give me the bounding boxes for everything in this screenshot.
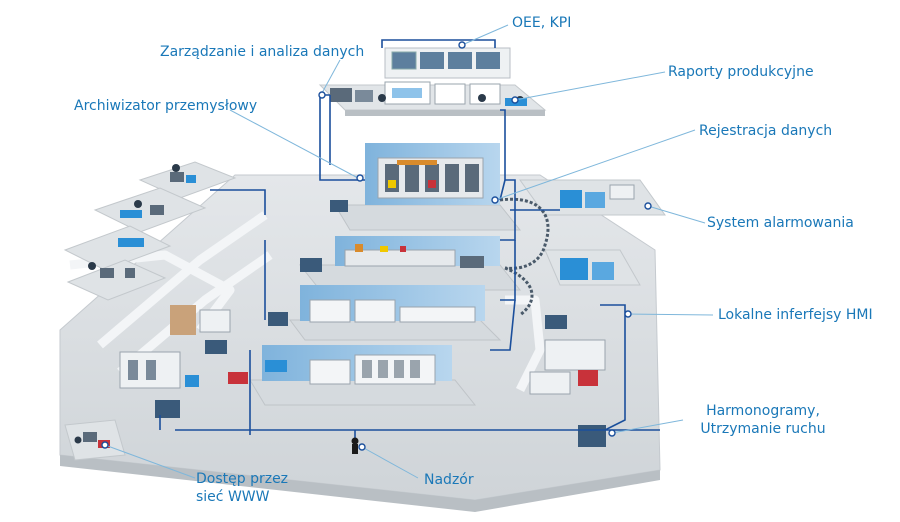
- label-schedules-line-2: Utrzymanie ruchu: [700, 421, 826, 437]
- management-floor: [318, 47, 547, 116]
- label-oee-kpi: OEE, KPI: [512, 15, 572, 31]
- production-level-2: [298, 236, 522, 291]
- label-web-access-line-1: Dostęp przez: [196, 471, 289, 487]
- label-schedules-maintenance: Harmonogramy, Utrzymanie ruchu: [688, 402, 838, 438]
- connection-dots: [101, 41, 652, 451]
- production-level-3: [268, 285, 502, 341]
- label-data-recording: Rejestracja danych: [699, 123, 833, 139]
- label-local-hmi: Lokalne inferfejsy HMI: [718, 307, 873, 323]
- label-industrial-archiver: Archiwizator przemysłowy: [74, 98, 258, 114]
- network-lines: [159, 39, 660, 440]
- label-web-access-line-2: sieć WWW: [196, 489, 270, 505]
- label-data-management: Zarządzanie i analiza danych: [160, 44, 365, 60]
- production-level-4: [228, 345, 477, 406]
- web-access-desk: [64, 419, 126, 461]
- curved-conveyor: [499, 197, 550, 317]
- label-production-reports: Raporty produkcyjne: [668, 64, 814, 80]
- left-production-cells: [119, 305, 231, 418]
- label-alarm-system: System alarmowania: [707, 215, 854, 231]
- production-level-1: [330, 143, 522, 231]
- supervisor-figure: [351, 437, 359, 454]
- leader-lines: [104, 24, 714, 479]
- right-alarm-area: [519, 179, 666, 447]
- label-schedules-line-1: Harmonogramy,: [706, 403, 820, 419]
- label-supervision: Nadzór: [424, 472, 474, 488]
- label-web-access: Dostęp przez sieć WWW: [196, 470, 288, 506]
- left-terrace-workstations: [63, 161, 237, 301]
